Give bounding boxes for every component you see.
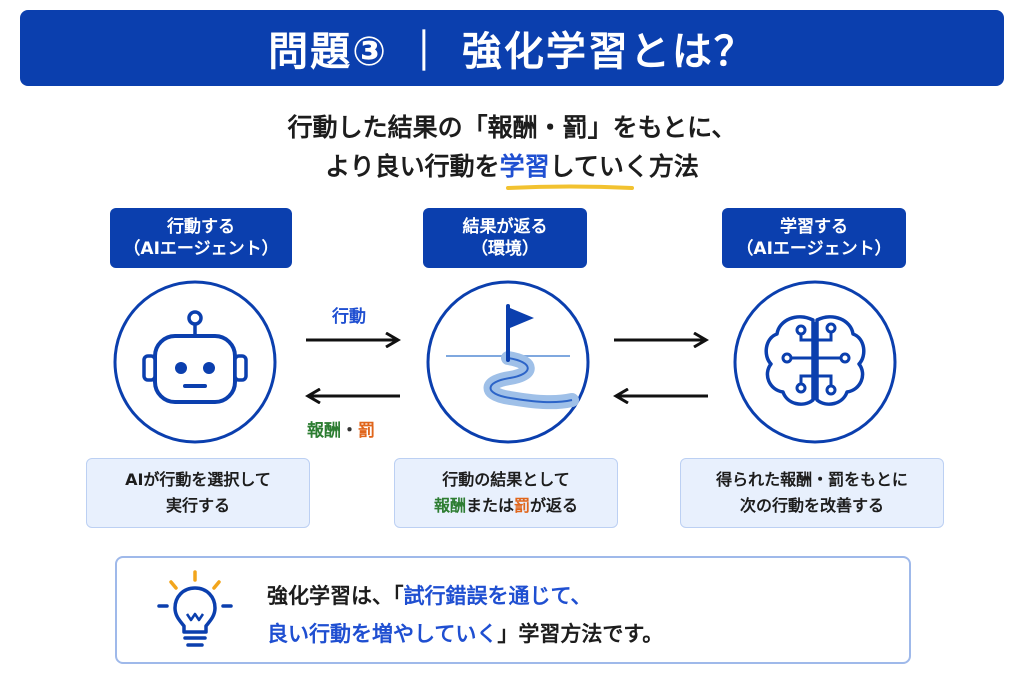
step-tag-learn: 学習する （AIエージェント） xyxy=(722,208,906,268)
desc-act-line1: AIが行動を選択して xyxy=(125,470,271,489)
desc-penalty-word: 罰 xyxy=(514,496,531,515)
summary-box: 強化学習は、「試行錯誤を通じて、 良い行動を増やしていく」学習方法です。 xyxy=(115,556,911,664)
step-tag-learn-bottom: （AIエージェント） xyxy=(736,239,892,259)
step-tag-result: 結果が返る （環境） xyxy=(423,208,587,268)
desc-return-word: が返る xyxy=(530,496,579,515)
brain-circuit-icon xyxy=(733,280,897,444)
reward-label: 報酬 xyxy=(307,421,341,441)
summary-line1-highlight: 試行錯誤を通じて、 xyxy=(403,584,592,608)
subtitle-line2: より良い行動を学習していく方法 xyxy=(0,147,1024,183)
summary-line2: 良い行動を増やしていく」学習方法です。 xyxy=(267,618,663,648)
summary-line1: 強化学習は、「試行錯誤を通じて、 xyxy=(267,580,591,610)
desc-result-line2: 報酬または罰が返る xyxy=(434,493,578,519)
arrow-left-reward xyxy=(305,388,400,404)
desc-learn-line2: 次の行動を改善する xyxy=(739,496,884,515)
desc-result-line1: 行動の結果として xyxy=(442,470,570,489)
step-description-result: 行動の結果として 報酬または罰が返る xyxy=(394,458,618,528)
subtitle-line1: 行動した結果の「報酬・罰」をもとに、 xyxy=(287,113,737,142)
desc-act-line2: 実行する xyxy=(165,496,230,515)
desc-reward-word: 報酬 xyxy=(433,496,466,515)
step-description-learn: 得られた報酬・罰をもとに 次の行動を改善する xyxy=(680,458,944,528)
arrow-right-action xyxy=(306,332,401,348)
step-tag-act-top: 行動する xyxy=(167,217,235,237)
highlight-underline xyxy=(506,184,634,190)
subtitle-line2-post: していく方法 xyxy=(549,152,699,181)
step-description-act: AIが行動を選択して 実行する xyxy=(86,458,310,528)
arrow-left-return xyxy=(613,388,708,404)
step-tag-result-bottom: （環境） xyxy=(471,239,539,259)
step-tag-act: 行動する （AIエージェント） xyxy=(110,208,292,268)
step-tag-learn-top: 学習する xyxy=(780,217,848,237)
arrow-right-learn xyxy=(614,332,709,348)
reward-penalty-label: 報酬・罰 xyxy=(307,416,375,441)
label-separator: ・ xyxy=(341,421,358,441)
action-label: 行動 xyxy=(332,307,366,327)
summary-line1-a: 強化学習は、「 xyxy=(267,584,404,608)
desc-learn-line1: 得られた報酬・罰をもとに xyxy=(716,470,908,489)
page-title: 問題③ ｜ 強化学習とは？ xyxy=(268,29,756,75)
subtitle-line2-pre: より良い行動を xyxy=(325,152,500,181)
lightbulb-icon xyxy=(157,570,233,647)
subtitle-highlight: 学習 xyxy=(499,152,550,181)
step-tag-act-bottom: （AIエージェント） xyxy=(123,239,279,259)
summary-line2-highlight: 良い行動を増やしていく xyxy=(267,622,498,646)
desc-or-word: または xyxy=(465,496,514,515)
step-tag-result-top: 結果が返る xyxy=(462,217,548,237)
penalty-label: 罰 xyxy=(358,421,375,441)
title-banner: 問題③ ｜ 強化学習とは？ xyxy=(20,10,1004,86)
flag-path-icon xyxy=(426,280,590,444)
summary-line2-b: 」学習方法です。 xyxy=(497,622,664,646)
robot-icon xyxy=(113,280,277,444)
